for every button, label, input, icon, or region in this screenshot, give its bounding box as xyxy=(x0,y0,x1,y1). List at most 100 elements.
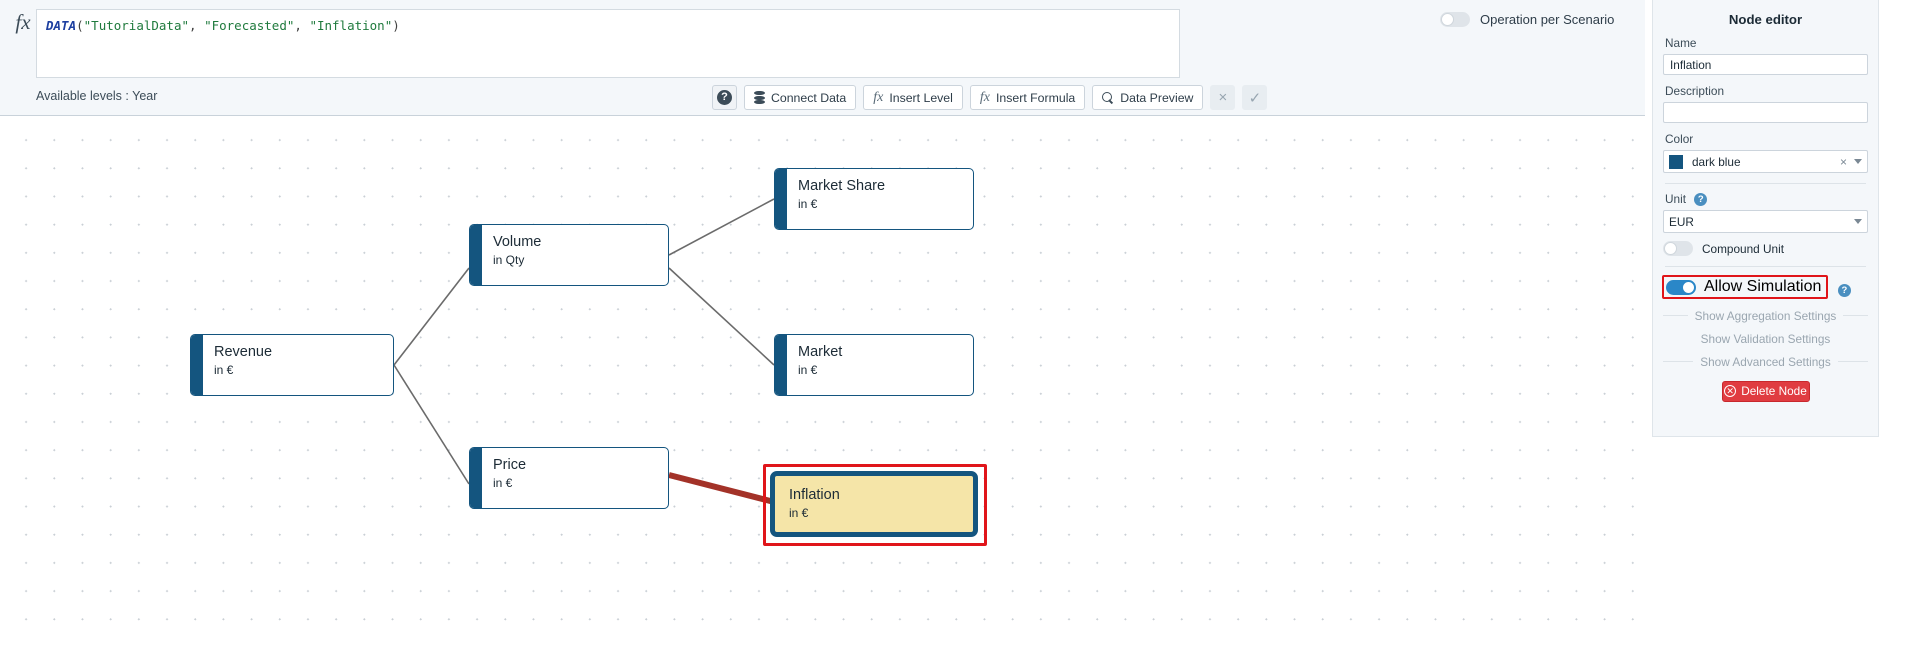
chevron-down-icon xyxy=(1854,159,1862,164)
insert-formula-button[interactable]: fx Insert Formula xyxy=(969,85,1086,110)
help-button[interactable]: ? xyxy=(712,85,737,110)
node-body: Price in € xyxy=(483,448,668,508)
node-title: Market Share xyxy=(798,178,886,194)
edge-volume-market-share xyxy=(668,198,775,256)
help-icon[interactable]: ? xyxy=(1694,193,1708,207)
graph-canvas[interactable]: Revenue in € Volume in Qty Price in € xyxy=(0,116,1645,645)
divider-line xyxy=(1663,315,1688,317)
toggle-knob xyxy=(1664,242,1677,256)
delete-node-button[interactable]: ✕ Delete Node xyxy=(1721,380,1810,402)
formula-function-token: DATA xyxy=(46,18,77,33)
show-validation-settings-link[interactable]: Show Validation Settings xyxy=(1663,332,1868,346)
help-icon[interactable]: ? xyxy=(1837,284,1851,298)
compound-unit-row: Compound Unit xyxy=(1663,241,1868,257)
name-label: Name xyxy=(1665,36,1697,50)
graph-node-price[interactable]: Price in € xyxy=(469,447,669,509)
node-title: Price xyxy=(493,457,527,473)
unit-label: Unit ? xyxy=(1665,192,1868,207)
graph-node-inflation[interactable]: Inflation in € xyxy=(770,471,978,537)
node-editor-panel: Node editor Name Inflation Description C… xyxy=(1652,0,1879,437)
formula-input[interactable]: DATA("TutorialData", "Forecasted", "Infl… xyxy=(36,9,1180,78)
check-icon: ✓ xyxy=(1248,89,1262,107)
node-body: Volume in Qty xyxy=(483,225,668,285)
graph-node-volume[interactable]: Volume in Qty xyxy=(469,224,669,286)
divider xyxy=(1665,183,1866,184)
close-circle-icon: ✕ xyxy=(1724,385,1737,398)
node-editor-title: Node editor xyxy=(1728,12,1803,27)
data-preview-label: Data Preview xyxy=(1120,90,1194,105)
show-aggregation-settings-link[interactable]: Show Aggregation Settings xyxy=(1663,308,1869,323)
node-title: Volume xyxy=(493,234,542,250)
node-accent-bar xyxy=(775,335,787,395)
graph-node-market-share[interactable]: Market Share in € xyxy=(774,168,974,230)
color-label: Color xyxy=(1665,132,1694,146)
delete-node-label: Delete Node xyxy=(1741,384,1807,399)
node-subtitle: in € xyxy=(798,363,818,377)
cancel-button[interactable]: × xyxy=(1210,85,1236,110)
node-body: Inflation in € xyxy=(779,478,973,532)
formula-close-paren: ) xyxy=(392,18,400,33)
toggle-knob xyxy=(1682,280,1695,294)
spacer xyxy=(1663,123,1868,132)
connect-data-button[interactable]: Connect Data xyxy=(744,85,857,110)
fx-icon: fx xyxy=(873,89,884,105)
main-column: fx DATA("TutorialData", "Forecasted", "I… xyxy=(0,0,1645,645)
color-select[interactable]: dark blue × xyxy=(1663,150,1868,173)
insert-level-button[interactable]: fx Insert Level xyxy=(863,85,963,110)
graph-node-revenue[interactable]: Revenue in € xyxy=(190,334,394,396)
node-subtitle: in Qty xyxy=(493,253,525,267)
toggle-knob xyxy=(1441,13,1454,26)
spacer xyxy=(1663,75,1868,84)
graph-node-market[interactable]: Market in € xyxy=(774,334,974,396)
chevron-down-icon xyxy=(1854,219,1862,225)
name-input[interactable]: Inflation xyxy=(1663,54,1868,75)
allow-simulation-label: Allow Simulation xyxy=(1704,278,1822,296)
formula-arg-3: "Inflation" xyxy=(309,18,393,33)
clear-icon[interactable]: × xyxy=(1839,154,1847,169)
formula-toolbar: ? Connect Data fx Insert Level fx Insert… xyxy=(712,85,1268,110)
color-swatch xyxy=(1669,154,1683,169)
node-subtitle: in € xyxy=(493,476,513,490)
formula-bar-region: fx DATA("TutorialData", "Forecasted", "I… xyxy=(0,0,1645,116)
node-subtitle: in € xyxy=(214,363,234,377)
node-body: Market in € xyxy=(788,335,973,395)
divider xyxy=(1665,266,1866,268)
node-title: Revenue xyxy=(214,344,273,360)
close-icon: × xyxy=(1218,89,1228,106)
show-advanced-settings-label: Show Advanced Settings xyxy=(1700,354,1831,369)
operation-per-scenario-toggle[interactable] xyxy=(1440,12,1470,27)
allow-simulation-toggle[interactable] xyxy=(1666,279,1696,295)
formula-sep-2: , xyxy=(294,18,310,33)
divider-line xyxy=(1843,315,1869,317)
spacer xyxy=(1663,233,1868,241)
node-title: Inflation xyxy=(789,487,840,503)
node-subtitle: in € xyxy=(789,506,809,520)
node-title: Market xyxy=(798,344,843,360)
fx-icon: fx xyxy=(15,10,31,34)
formula-sep-1: , xyxy=(189,18,205,33)
description-input[interactable] xyxy=(1663,102,1868,123)
confirm-button[interactable]: ✓ xyxy=(1242,85,1268,110)
node-accent-bar xyxy=(775,169,787,229)
node-subtitle: in € xyxy=(798,197,818,211)
connect-data-label: Connect Data xyxy=(771,90,847,105)
unit-select[interactable]: EUR xyxy=(1663,210,1868,234)
color-value: dark blue xyxy=(1692,154,1741,169)
node-accent-bar xyxy=(191,335,203,395)
show-advanced-settings-link[interactable]: Show Advanced Settings xyxy=(1663,354,1869,369)
search-icon xyxy=(1102,91,1114,104)
data-preview-button[interactable]: Data Preview xyxy=(1092,85,1204,110)
edge-revenue-volume xyxy=(393,267,470,366)
unit-value: EUR xyxy=(1669,214,1694,229)
database-icon xyxy=(754,91,765,104)
compound-unit-toggle[interactable] xyxy=(1663,241,1693,257)
divider-line xyxy=(1663,361,1694,363)
node-accent-bar xyxy=(470,448,482,508)
show-validation-settings-label: Show Validation Settings xyxy=(1700,331,1831,346)
compound-unit-label: Compound Unit xyxy=(1702,241,1784,256)
formula-open-paren: ( xyxy=(76,18,84,33)
node-accent-bar xyxy=(470,225,482,285)
insert-level-label: Insert Level xyxy=(889,90,953,105)
show-aggregation-settings-label: Show Aggregation Settings xyxy=(1694,308,1837,323)
